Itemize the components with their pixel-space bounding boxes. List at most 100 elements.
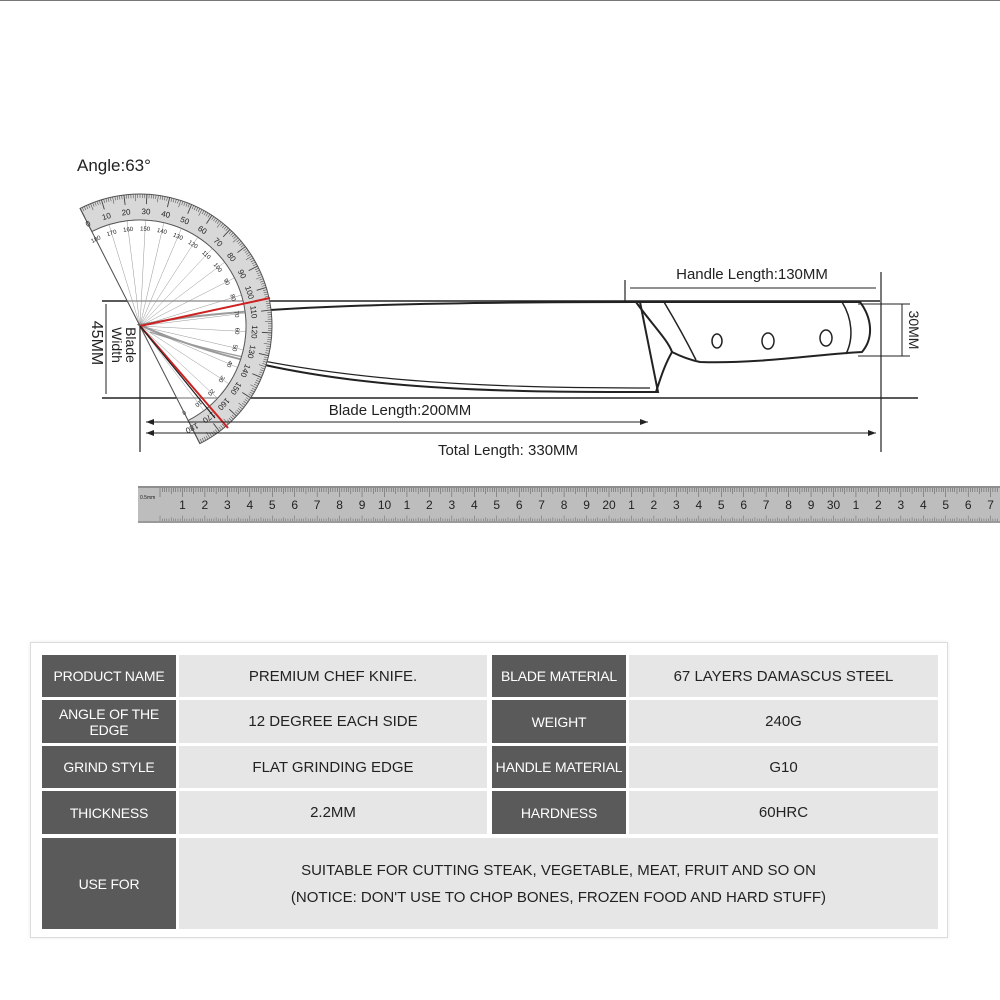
protractor-inner-label: 160 (123, 227, 134, 234)
protractor-tick (166, 196, 168, 201)
protractor-tick (239, 406, 243, 410)
protractor-spoke (139, 248, 213, 327)
protractor-tick (251, 387, 256, 391)
protractor-tick (94, 201, 97, 206)
blade-length-arrow-left (146, 419, 154, 425)
protractor-spoke (139, 325, 218, 399)
protractor-tick (201, 437, 205, 442)
protractor-tick (145, 194, 148, 205)
spec-value-v2: G10 (629, 746, 938, 788)
protractor-tick (170, 197, 173, 202)
protractor-tick (268, 325, 272, 327)
ruler-number: 4 (920, 498, 927, 512)
protractor-tick (250, 384, 257, 389)
protractor-inner-label: 130 (172, 233, 184, 243)
ruler-number: 30 (827, 498, 841, 512)
protractor-spoke (139, 325, 246, 332)
ruler-number: 9 (808, 498, 815, 512)
ruler-number: 4 (695, 498, 702, 512)
protractor-inner-label: 20 (206, 387, 215, 396)
protractor-tick (148, 194, 150, 199)
protractor-tick (199, 438, 203, 443)
protractor-outer-label: 130 (245, 344, 257, 360)
protractor-tick (243, 401, 247, 404)
protractor-inner-label: 80 (228, 294, 236, 303)
protractor-tick (141, 194, 143, 199)
protractor-tick (167, 197, 171, 208)
protractor-spoke (139, 220, 146, 327)
protractor-tick (92, 202, 95, 207)
protractor-outer-label: 50 (179, 215, 191, 227)
protractor-tick (191, 205, 194, 210)
protractor-tick (153, 194, 155, 199)
ruler-number: 5 (269, 498, 276, 512)
protractor-tick (96, 201, 99, 206)
protractor-tick (112, 196, 115, 204)
protractor-tick (266, 347, 271, 350)
protractor-tick (198, 209, 203, 216)
protractor-tick (238, 402, 245, 408)
protractor-inner-label: 30 (216, 374, 225, 383)
protractor-tick (107, 197, 110, 202)
protractor-spoke (139, 325, 238, 368)
protractor-tick (193, 206, 197, 211)
protractor-tick (245, 255, 253, 260)
protractor-tick (119, 195, 121, 200)
protractor-tick (262, 289, 267, 291)
protractor-spoke (139, 277, 235, 327)
protractor-tick (245, 397, 250, 401)
protractor-outer-label: 100 (243, 285, 256, 301)
ruler-body (138, 486, 1000, 523)
protractor-tick (237, 408, 242, 412)
protractor-tick (267, 334, 272, 336)
protractor-tick (220, 425, 224, 429)
protractor-tick (236, 239, 240, 243)
protractor-tick (216, 221, 222, 228)
protractor-inner-label: 90 (222, 278, 231, 287)
protractor-tick (187, 203, 190, 208)
protractor-tick (267, 323, 272, 325)
protractor-tick (245, 251, 250, 255)
total-length-label: Total Length: 330MM (438, 442, 578, 459)
ruler-tiny-label: 0.5mm (140, 495, 155, 501)
protractor-spoke (126, 220, 141, 327)
protractor-tick (264, 296, 269, 298)
protractor-tick (234, 411, 239, 415)
protractor-tick (137, 194, 139, 199)
protractor-tick (175, 199, 177, 204)
blade-length-arrow-right (640, 419, 648, 425)
protractor-tick (258, 353, 269, 357)
protractor-tick (231, 414, 236, 418)
ruler-number: 5 (718, 498, 725, 512)
ruler-number: 6 (291, 498, 298, 512)
protractor-tick (267, 327, 272, 329)
ruler-number: 9 (359, 498, 366, 512)
spec-key-k1: GRIND STYLE (42, 746, 176, 788)
protractor-tick (267, 341, 272, 343)
protractor-inner-label: 150 (140, 226, 151, 233)
ruler-number: 6 (516, 498, 523, 512)
protractor-tick (100, 199, 105, 210)
ruler-number: 7 (538, 498, 545, 512)
ruler-number: 8 (336, 498, 343, 512)
ruler-number: 7 (763, 498, 770, 512)
protractor-spoke (139, 294, 242, 327)
protractor-tick (139, 194, 141, 198)
ruler-top-edge (138, 486, 1000, 488)
protractor-tick (121, 195, 123, 200)
protractor-tick (249, 257, 254, 261)
protractor-tick (228, 408, 237, 417)
protractor-tick (222, 224, 226, 229)
protractor-tick (222, 229, 231, 238)
protractor-tick (144, 194, 145, 199)
protractor-tick (81, 207, 85, 212)
protractor-tick (177, 199, 179, 204)
protractor-tick (130, 194, 132, 199)
protractor-tick (252, 373, 262, 378)
ruler-number: 1 (404, 498, 411, 512)
protractor-spoke (139, 325, 230, 384)
protractor-tick (261, 284, 266, 287)
protractor-inner-label: 140 (156, 228, 168, 236)
ruler-number: 2 (651, 498, 658, 512)
